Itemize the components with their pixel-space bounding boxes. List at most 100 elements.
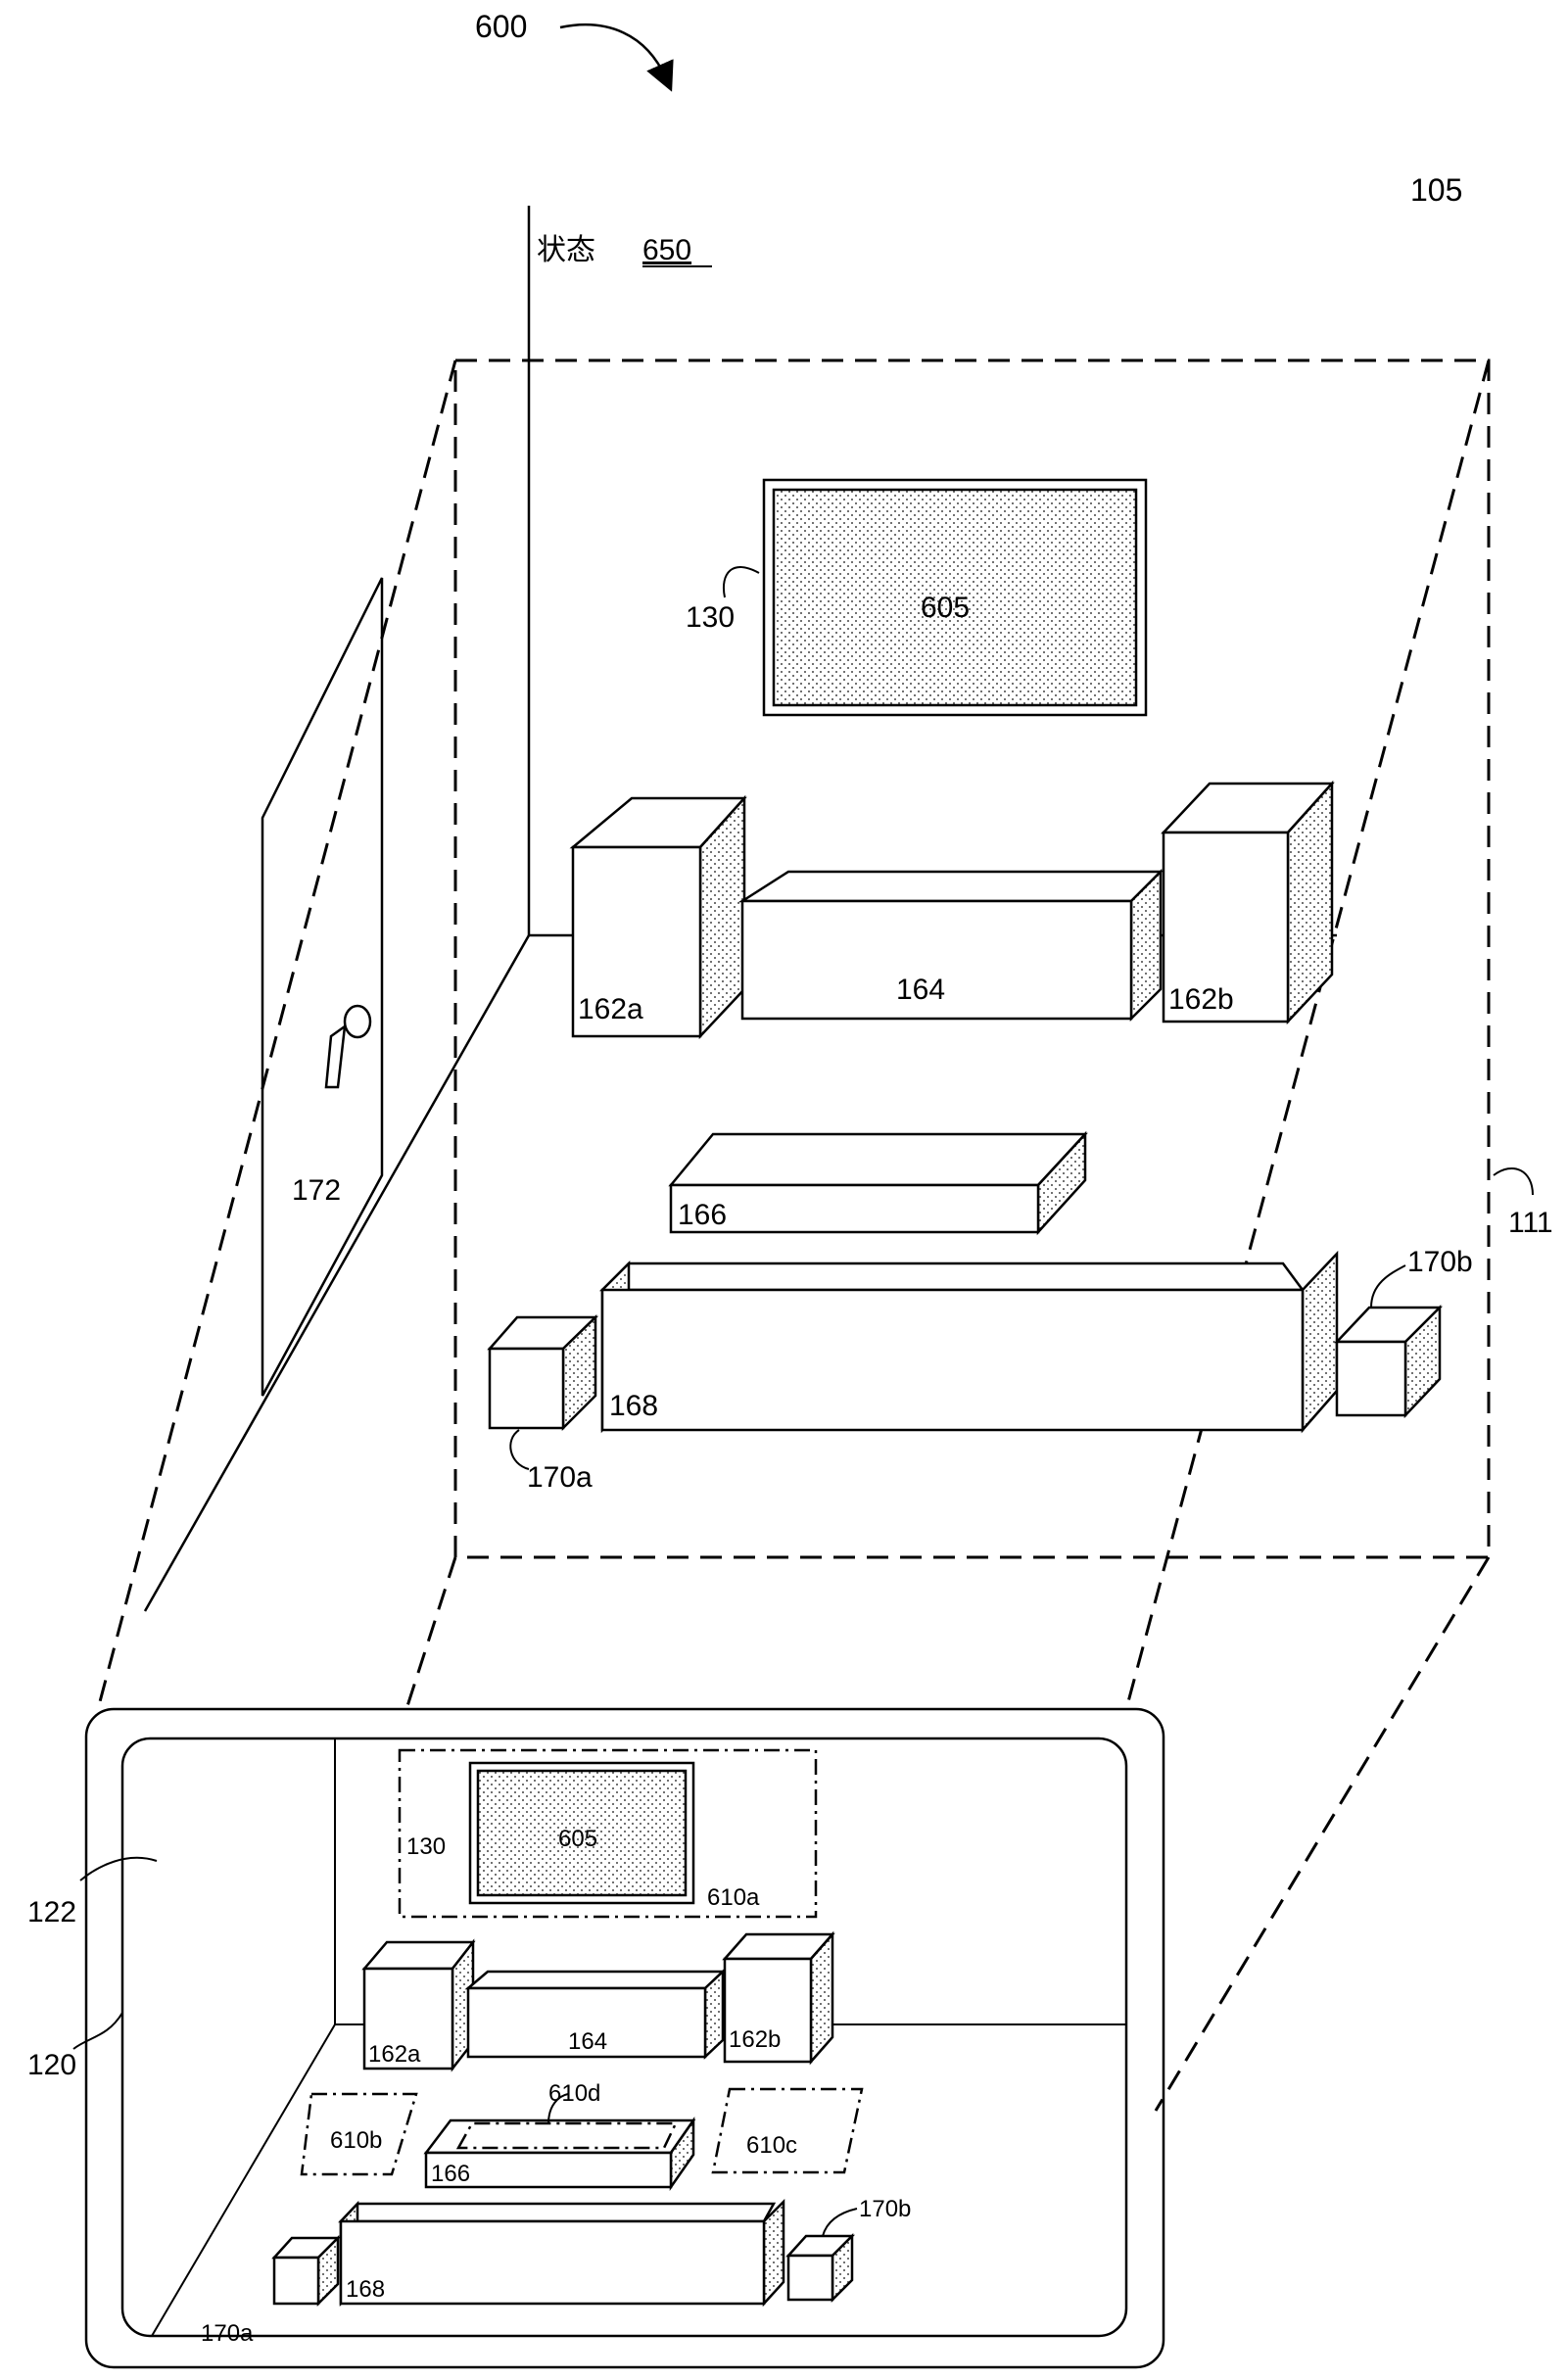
display-area [120, 1737, 1128, 2338]
side-right-leader [1370, 1264, 1406, 1309]
side-left-front [488, 1347, 565, 1430]
s-table-label: 166 [431, 2161, 470, 2187]
state-number: 650 [642, 234, 691, 266]
door: 172 [261, 577, 384, 1397]
screen-region-610b: 610b [300, 2092, 418, 2176]
screen-side-table-right: 170b [785, 2196, 911, 2304]
s-console-top [464, 1970, 727, 1990]
door-panel [261, 577, 384, 1397]
figure-reference: 600 [475, 9, 674, 92]
fov-edge-top-right [1124, 359, 1491, 1710]
speaker-right-front [1162, 831, 1290, 1023]
s-console-label: 164 [568, 2028, 607, 2055]
screen-region-610c: 610c [711, 2087, 864, 2174]
device-body [84, 1707, 1165, 2369]
screen-tv-label: 130 [406, 1833, 446, 1860]
s-couch-top [338, 2202, 777, 2223]
s-couch-label: 168 [346, 2276, 385, 2303]
side-left-leader [509, 1429, 530, 1470]
s-speaker-right-side [809, 1930, 834, 2066]
figure-number-label: 600 [475, 9, 527, 44]
room-tv: 605 130 [686, 478, 1148, 717]
region-610d-leader [547, 2093, 569, 2124]
state-prefix: 状态 [537, 234, 595, 266]
couch-top [598, 1261, 1306, 1292]
s-console-front [466, 1986, 707, 2059]
s-side-left-label: 170a [201, 2320, 254, 2347]
screen-speaker-right: 162b [722, 1930, 835, 2066]
floor-left-edge [143, 934, 531, 1612]
fov-label: 111 [1508, 1207, 1553, 1239]
couch-front [600, 1288, 1305, 1432]
screen-speaker-left: 162a [361, 1938, 476, 2072]
device-label: 120 [27, 2049, 76, 2081]
side-left-label: 170a [527, 1461, 593, 1494]
screen-tv-panel [476, 1769, 688, 1897]
s-side-left-front [272, 2256, 320, 2306]
fov-edge-bottom-right [1154, 1556, 1491, 2112]
s-speaker-right-front [723, 1957, 813, 2064]
console-top [737, 870, 1164, 903]
screen-content-label: 605 [921, 592, 970, 624]
device-leader [72, 2012, 123, 2050]
region-610b-label: 610b [330, 2127, 382, 2154]
screen-content-label-small: 605 [558, 1826, 597, 1852]
room-side-table-right: 170b [1334, 1246, 1473, 1419]
region-610a [398, 1748, 818, 1919]
room-console: 164 [737, 868, 1164, 1023]
side-right-label: 170b [1407, 1246, 1473, 1278]
speaker-left-front [571, 845, 702, 1038]
room-side-table-left: 170a [487, 1314, 599, 1494]
screen-side-table-left: 170a [201, 2234, 342, 2347]
screen-tv: 605 130 610a [398, 1748, 818, 1919]
region-610c-label: 610c [746, 2132, 797, 2159]
console-front [740, 899, 1133, 1021]
screen-couch: 168 [338, 2198, 785, 2308]
table-label: 166 [678, 1199, 727, 1231]
room-table: 166 [668, 1130, 1088, 1236]
s-table-front [424, 2151, 673, 2189]
state-label: 状态 650 [537, 234, 712, 267]
field-of-view: 111 [96, 358, 1553, 2112]
fov-edge-bottom-left [404, 1556, 457, 1710]
environment-label: 105 [1410, 172, 1462, 208]
display-leader [79, 1856, 158, 1881]
display-label: 122 [27, 1896, 76, 1928]
screen-floor-edge [151, 2023, 336, 2337]
region-610a-label: 610a [707, 1884, 760, 1911]
region-610b [300, 2092, 418, 2176]
s-speaker-left-front [362, 1967, 454, 2071]
door-knob [343, 1004, 372, 1039]
s-side-right-leader [822, 2208, 858, 2237]
region-610c [711, 2087, 864, 2174]
tv-screen [772, 488, 1138, 707]
door-handle [324, 1023, 347, 1089]
s-speaker-left-label: 162a [368, 2041, 421, 2068]
screen-console: 164 [464, 1969, 727, 2060]
fov-leader [1493, 1166, 1534, 1196]
room-couch: 168 [598, 1250, 1339, 1434]
s-side-right-front [786, 2254, 834, 2302]
speaker-left-label: 162a [578, 993, 643, 1025]
table-front [669, 1183, 1040, 1234]
device: 120 122 [27, 1707, 1165, 2369]
table-top [668, 1132, 1088, 1187]
tv-leader [722, 566, 760, 598]
region-610d [455, 2121, 678, 2150]
s-console-side [703, 1969, 725, 2060]
s-speaker-right-label: 162b [729, 2026, 781, 2053]
s-couch-side [762, 2198, 785, 2308]
s-side-right-label: 170b [859, 2196, 911, 2222]
region-610d-label: 610d [548, 2080, 600, 2107]
speaker-right-label: 162b [1168, 983, 1234, 1016]
room-speaker-left: 162a [569, 794, 747, 1040]
console-label: 164 [896, 974, 945, 1006]
figure-arrow [559, 24, 674, 92]
tv-label: 130 [686, 601, 735, 634]
side-right-front [1335, 1340, 1407, 1417]
room-speaker-right: 162b [1161, 780, 1335, 1025]
couch-side [1301, 1250, 1339, 1434]
door-label: 172 [292, 1174, 341, 1207]
couch-label: 168 [609, 1390, 658, 1422]
